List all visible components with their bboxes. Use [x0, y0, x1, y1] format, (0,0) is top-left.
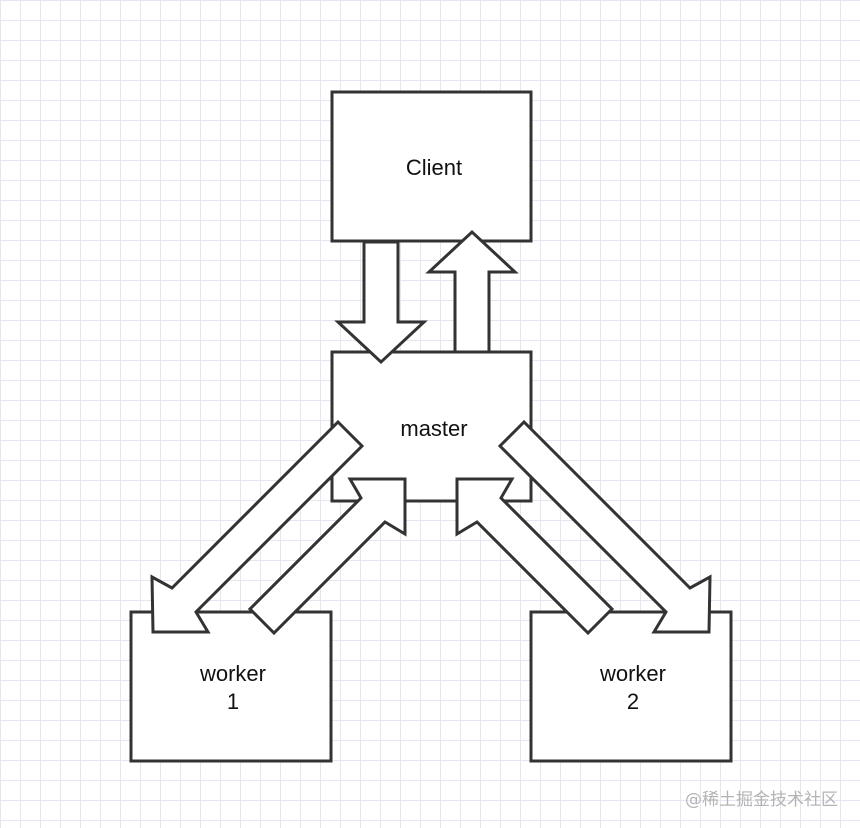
arrow-worker-2-to-master — [455, 477, 615, 636]
worker-2-box[interactable] — [529, 610, 733, 763]
master-label: master — [400, 416, 467, 441]
client-box[interactable] — [330, 90, 533, 243]
worker-2-number: 2 — [627, 689, 639, 714]
worker-1-label: worker — [199, 661, 266, 686]
worker-2-label: worker — [599, 661, 666, 686]
master-box[interactable] — [330, 350, 533, 503]
arrow-master-to-worker-1 — [150, 419, 365, 634]
watermark: @稀土掘金技术社区 — [685, 790, 838, 810]
worker-1-number: 1 — [227, 689, 239, 714]
arrow-master-to-worker-2 — [497, 419, 712, 634]
arrow-client-to-master — [334, 240, 428, 365]
client-label: Client — [406, 155, 462, 180]
arrow-master-to-client — [425, 229, 519, 354]
arrow-worker-1-to-master — [247, 477, 407, 636]
worker-1-box[interactable] — [129, 610, 333, 763]
